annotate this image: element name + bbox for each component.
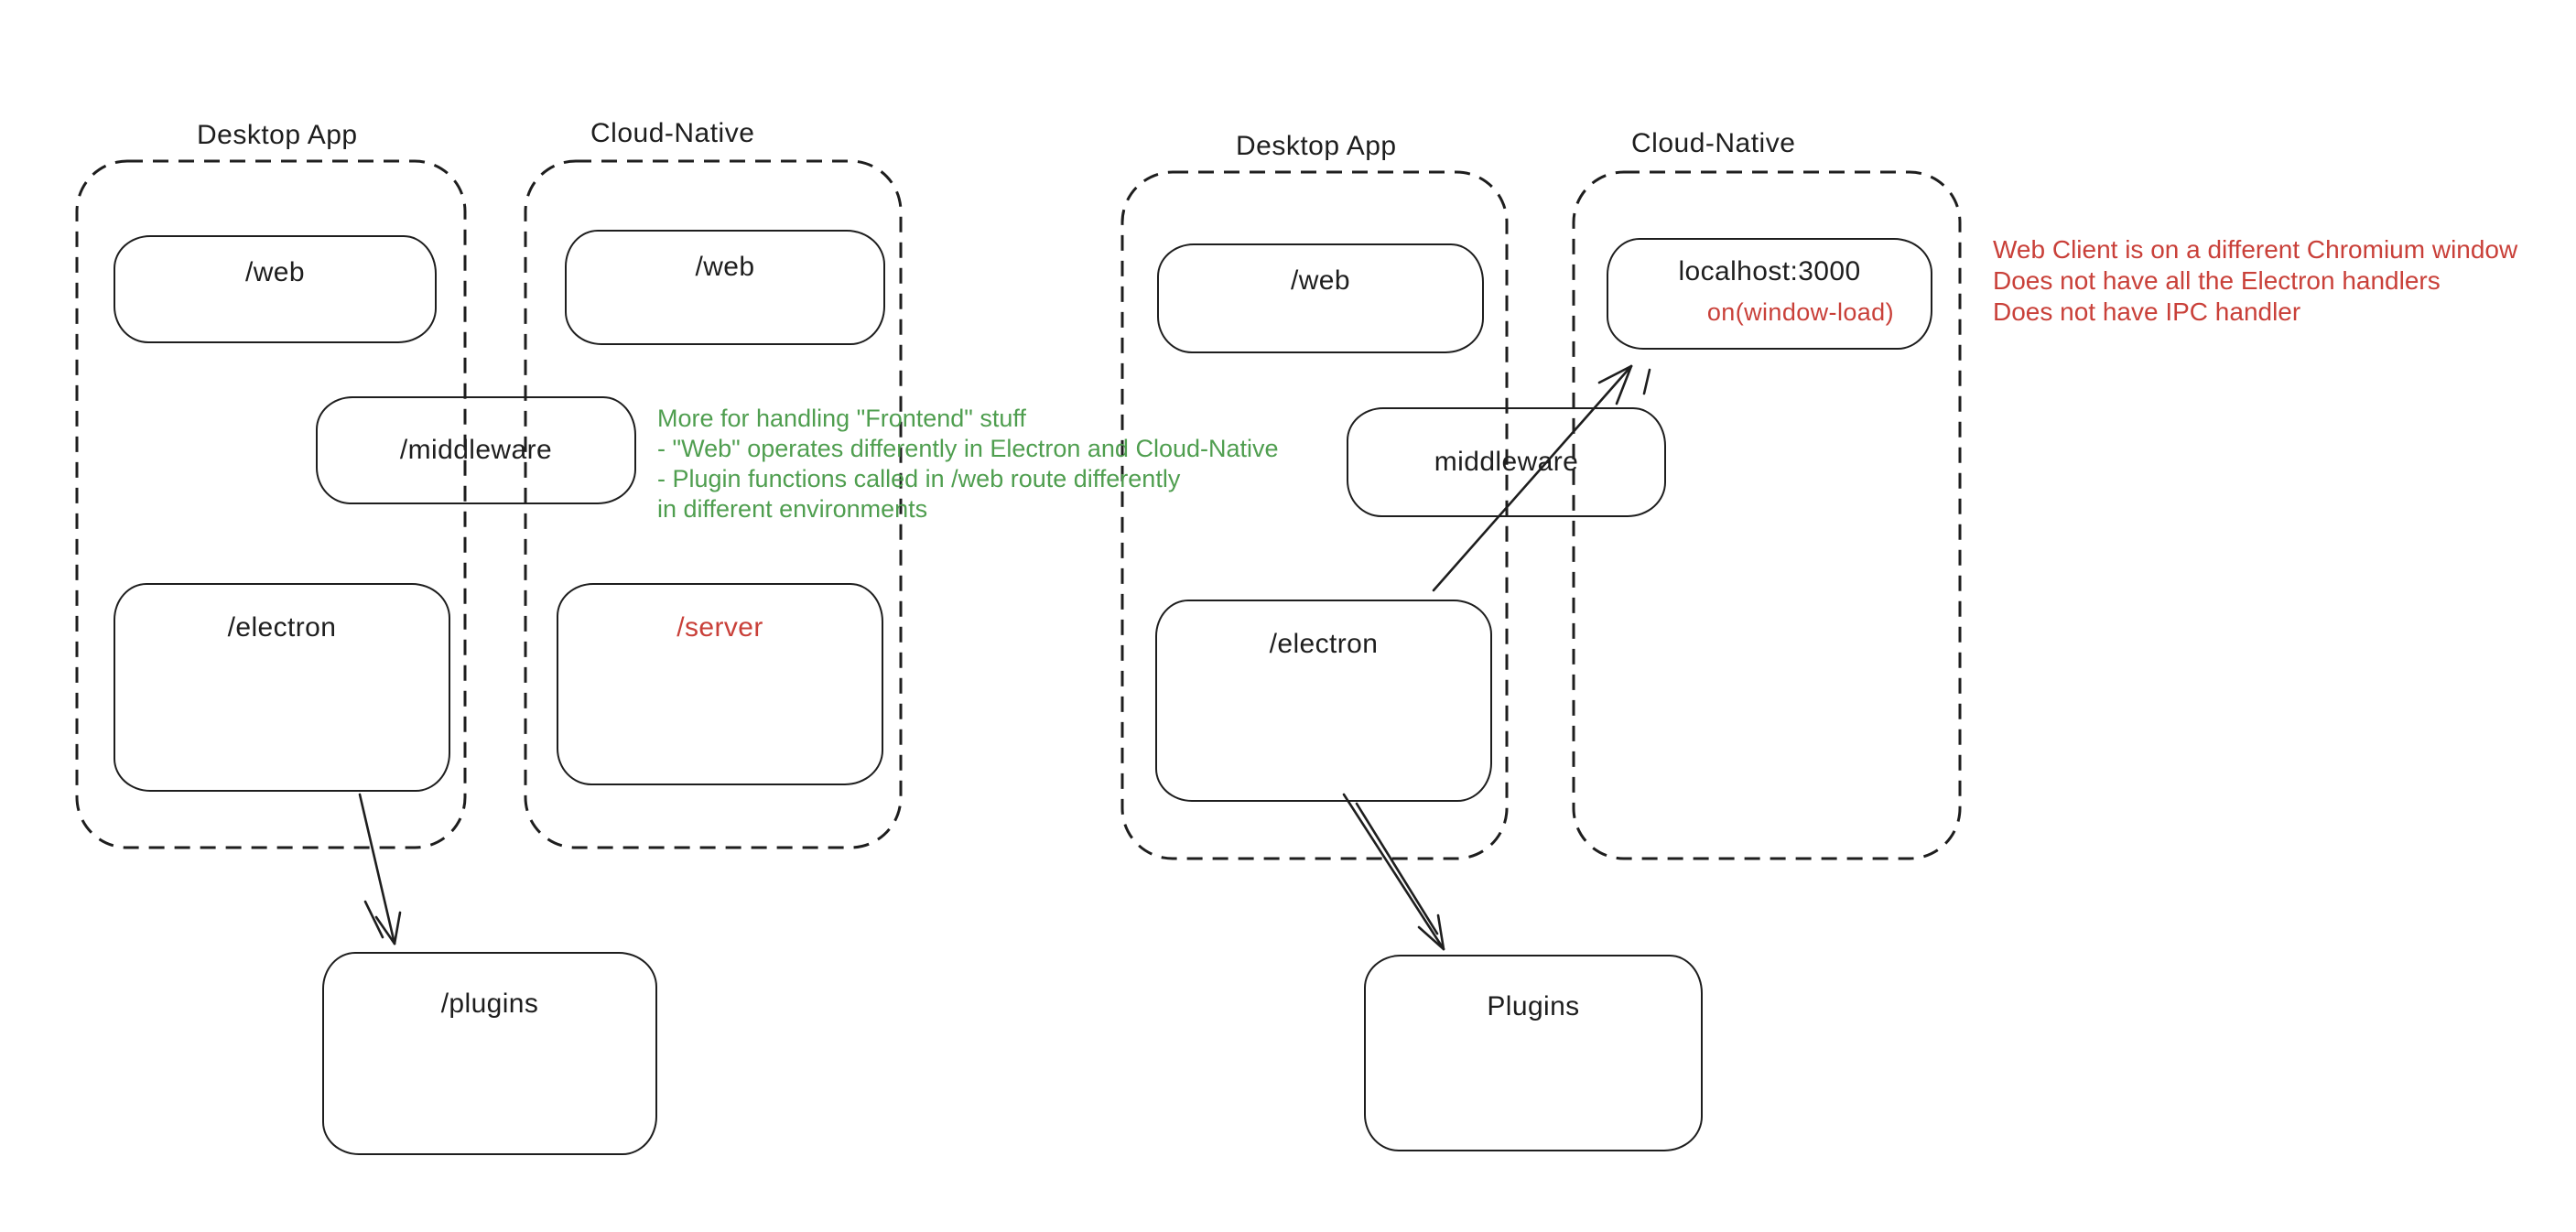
frontend-note: More for handling "Frontend" stuff - "We… (657, 404, 1279, 524)
group-title-desktop-right: Desktop App (1236, 131, 1397, 161)
plugins-box-left-label: /plugins (440, 989, 539, 1019)
electron-to-plugins-arrow-left (358, 793, 402, 946)
electron-box-left-label: /electron (227, 612, 337, 643)
web-box-desktop-right: /web (1157, 243, 1484, 353)
middleware-box-left-label: /middleware (399, 435, 553, 465)
localhost-label: localhost:3000 (1678, 256, 1861, 286)
electron-box-right: /electron (1155, 600, 1492, 802)
middleware-box-right: middleware (1347, 407, 1666, 517)
frontend-note-line: in different environments (657, 495, 928, 523)
localhost-box-right: localhost:3000 on(window-load) (1607, 238, 1932, 350)
window-load-label: on(window-load) (1706, 298, 1894, 326)
web-client-note: Web Client is on a different Chromium wi… (1993, 234, 2517, 328)
group-title-cloud-right: Cloud-Native (1631, 128, 1796, 158)
web-box-cloud-left: /web (565, 230, 885, 345)
plugins-box-left: /plugins (322, 952, 657, 1155)
middleware-box-left: /middleware (316, 396, 636, 504)
group-title-cloud-left: Cloud-Native (590, 118, 755, 148)
middleware-box-right-label: middleware (1434, 447, 1579, 477)
web-client-note-line: Web Client is on a different Chromium wi… (1993, 235, 2518, 264)
web-box-desktop-left: /web (114, 235, 437, 343)
frontend-note-line: - Plugin functions called in /web route … (657, 465, 1181, 492)
frontend-note-line: - "Web" operates differently in Electron… (657, 435, 1279, 462)
web-box-desktop-right-label: /web (1291, 265, 1350, 296)
server-box-left: /server (557, 583, 883, 785)
plugins-box-right-label: Plugins (1487, 991, 1580, 1021)
electron-box-right-label: /electron (1269, 629, 1379, 659)
server-box-left-label: /server (676, 612, 763, 643)
web-box-cloud-left-label: /web (695, 252, 755, 282)
web-box-desktop-left-label: /web (245, 257, 305, 287)
electron-to-plugins-arrow-right (1342, 793, 1445, 951)
group-title-desktop-left: Desktop App (197, 120, 358, 150)
electron-box-left: /electron (114, 583, 450, 792)
plugins-box-right: Plugins (1364, 955, 1703, 1151)
web-client-note-line: Does not have all the Electron handlers (1993, 266, 2441, 295)
frontend-note-line: More for handling "Frontend" stuff (657, 405, 1026, 432)
web-client-note-line: Does not have IPC handler (1993, 297, 2301, 326)
